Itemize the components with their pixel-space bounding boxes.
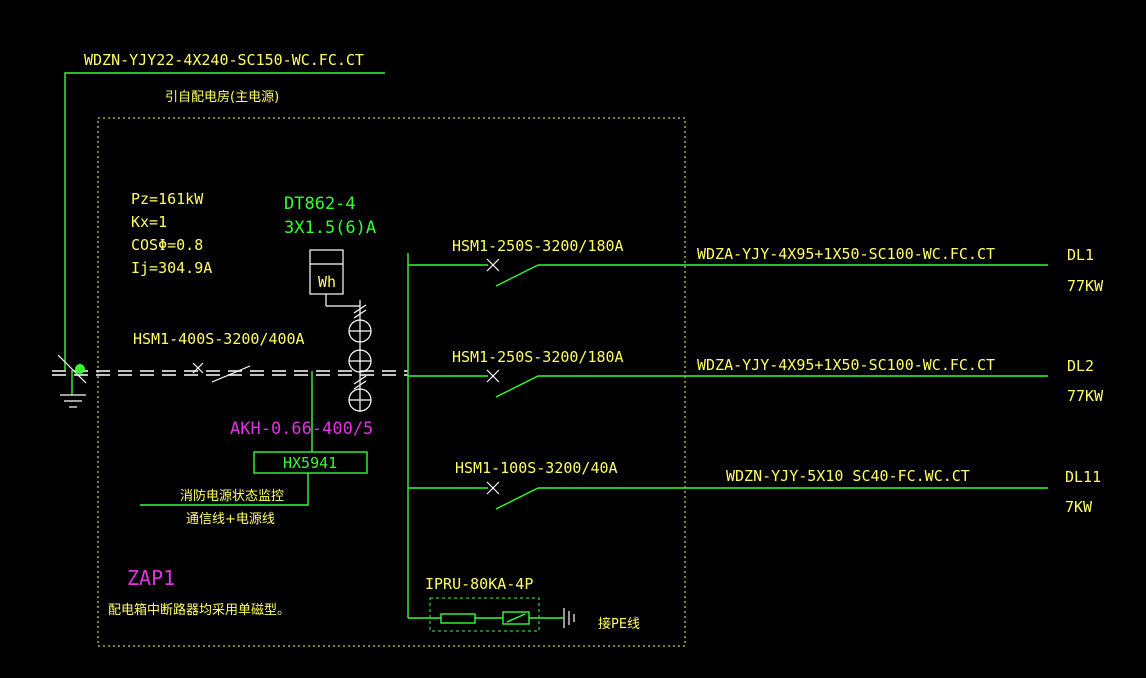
panel-name: ZAP1 [127, 566, 175, 590]
branch-cable-label: WDZA-YJY-4X95+1X50-SC100-WC.FC.CT [697, 356, 995, 374]
branch-dl2: HSM1-250S-3200/180A WDZA-YJY-4X95+1X50-S… [408, 348, 1104, 405]
current-transformers: AKH-0.66-400/5 [230, 300, 373, 439]
energy-meter: DT862-4 3X1.5(6)A Wh [284, 194, 376, 307]
cos-text: COSΦ=0.8 [131, 236, 203, 254]
pz-text: Pz=161kW [131, 190, 204, 208]
incoming-cable-label: WDZN-YJY22-4X240-SC150-WC.FC.CT [84, 51, 364, 69]
monitor-label-1: 消防电源状态监控 [180, 488, 284, 504]
main-breaker-label: HSM1-400S-3200/400A [133, 330, 305, 348]
kx-text: Kx=1 [131, 213, 167, 231]
branch-breaker-label: HSM1-250S-3200/180A [452, 237, 624, 255]
load-calculation: Pz=161kW Kx=1 COSΦ=0.8 Ij=304.9A [131, 190, 212, 277]
monitor-box [253, 451, 368, 474]
branch-cable-label: WDZA-YJY-4X95+1X50-SC100-WC.FC.CT [697, 245, 995, 263]
branch-power-label: 77KW [1067, 277, 1104, 295]
spd-box [429, 597, 540, 632]
spd-fuse [440, 613, 476, 624]
branch-power-label: 77KW [1067, 387, 1104, 405]
panel-note: 配电箱中断路器均采用单磁型。 [108, 602, 290, 618]
meter-rating: 3X1.5(6)A [284, 218, 376, 238]
spd-model: IPRU-80KA-4P [425, 575, 533, 593]
ij-text: Ij=304.9A [131, 259, 212, 277]
meter-model: DT862-4 [284, 194, 356, 214]
surge-protector: IPRU-80KA-4P 接PE线 [408, 575, 640, 632]
incoming-junction-dot [75, 364, 85, 374]
branch-circuit-label: DL1 [1067, 246, 1094, 264]
ground-symbol [60, 394, 86, 408]
incoming-source-label: 引自配电房(主电源) [165, 89, 279, 105]
branch-dl1: HSM1-250S-3200/180A WDZA-YJY-4X95+1X50-S… [408, 237, 1104, 295]
branch-breaker-label: HSM1-250S-3200/180A [452, 348, 624, 366]
branch-cable-label: WDZN-YJY-5X10 SC40-FC.WC.CT [726, 467, 970, 485]
monitor-model: HX5941 [283, 454, 337, 472]
monitor-label-2: 通信线+电源线 [186, 512, 275, 527]
main-breaker: HSM1-400S-3200/400A [133, 330, 305, 383]
incoming-feeder: WDZN-YJY22-4X240-SC150-WC.FC.CT 引自配电房(主电… [64, 51, 385, 395]
power-monitor: HX5941 消防电源状态监控 通信线+电源线 [140, 371, 368, 527]
branch-dl11: HSM1-100S-3200/40A WDZN-YJY-5X10 SC40-FC… [408, 459, 1101, 516]
branch-breaker-label: HSM1-100S-3200/40A [455, 459, 618, 477]
branch-power-label: 7KW [1065, 498, 1093, 516]
ct-label: AKH-0.66-400/5 [230, 419, 373, 439]
panel-enclosure [97, 117, 686, 647]
spd-pe-label: 接PE线 [598, 616, 640, 632]
branch-circuit-label: DL2 [1067, 357, 1094, 375]
meter-symbol: Wh [318, 273, 336, 291]
branch-circuit-label: DL11 [1065, 468, 1101, 486]
